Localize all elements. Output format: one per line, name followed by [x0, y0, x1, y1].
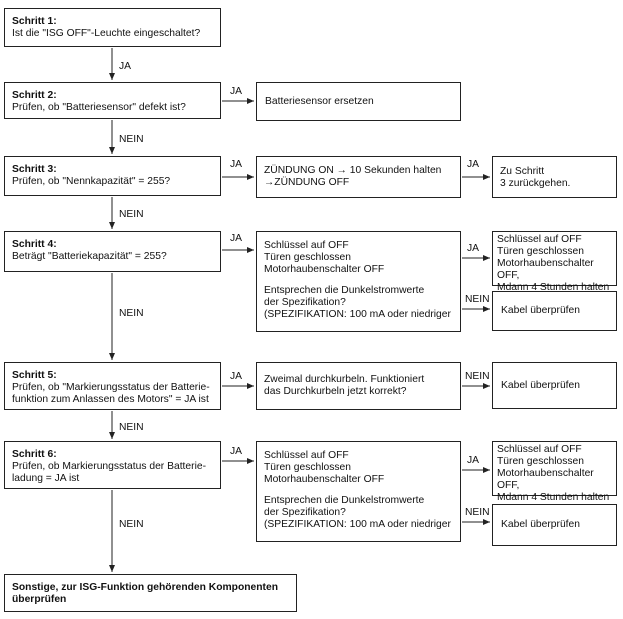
label-nein-step-2: NEIN — [119, 134, 144, 145]
step-4-title: Schritt 4: — [12, 239, 57, 250]
label-ja-step-6-spec: JA — [467, 455, 480, 466]
step-4-dark-current-box: Schlüssel auf OFF Türen geschlossen Moto… — [256, 231, 461, 332]
replace-battery-sensor-box: Batteriesensor ersetzen — [256, 82, 461, 121]
label-nein-step-4: NEIN — [119, 308, 144, 319]
label-nein-step-5-crank: NEIN — [465, 371, 490, 382]
crank-twice-text: Zweimal durchkurbeln. Funktioniert das D… — [264, 374, 425, 397]
label-nein-step-6-spec: NEIN — [465, 507, 490, 518]
label-ja-step-3-ignition: JA — [467, 159, 480, 170]
return-to-step-3-text: Zu Schritt 3 zurückgehen. — [500, 166, 571, 189]
step-1-question: Ist die "ISG OFF"-Leuchte eingeschaltet? — [12, 28, 201, 39]
step-4-question: Beträgt "Batteriekapazität" = 255? — [12, 251, 167, 262]
step-6-conditions-text: Schlüssel auf OFF Türen geschlossen Moto… — [264, 450, 385, 485]
step-4-hold-box: Schlüssel auf OFF Türen geschlossen Moto… — [492, 231, 617, 293]
step-4-box: Schritt 4: Beträgt "Batteriekapazität" =… — [4, 231, 221, 272]
step-6-check-cable-box: Kabel überprüfen — [492, 504, 617, 546]
step-6-spec-question-text: Entsprechen die Dunkelstromwerte der Spe… — [264, 495, 451, 530]
step-3-box: Schritt 3: Prüfen, ob "Nennkapazität" = … — [4, 156, 221, 196]
label-nein-step-4-spec: NEIN — [465, 294, 490, 305]
step-4-conditions-text: Schlüssel auf OFF Türen geschlossen Moto… — [264, 240, 385, 275]
step-1-box: Schritt 1: Ist die "ISG OFF"-Leuchte ein… — [4, 8, 221, 47]
ignition-cycle-box: ZÜNDUNG ON → 10 Sekunden halten →ZÜNDUNG… — [256, 156, 461, 198]
label-ja-step-6: JA — [230, 446, 243, 457]
label-nein-step-5: NEIN — [119, 422, 144, 433]
step-4-check-cable-box: Kabel überprüfen — [492, 291, 617, 331]
step-5-question: Prüfen, ob "Markierungsstatus der Batter… — [12, 382, 210, 405]
step-6-check-cable-text: Kabel überprüfen — [501, 519, 581, 530]
step-4-spec-question-text: Entsprechen die Dunkelstromwerte der Spe… — [264, 285, 451, 320]
step-3-question: Prüfen, ob "Nennkapazität" = 255? — [12, 176, 171, 187]
step-4-check-cable-text: Kabel überprüfen — [501, 305, 581, 316]
step-2-box: Schritt 2: Prüfen, ob "Batteriesensor" d… — [4, 82, 221, 119]
step-3-title: Schritt 3: — [12, 164, 57, 175]
step-4-hold-text: Schlüssel auf OFF Türen geschlossen Moto… — [497, 234, 610, 293]
step-5-check-cable-text: Kabel überprüfen — [501, 379, 581, 391]
step-1-title: Schritt 1: — [12, 16, 57, 27]
label-ja-step-3: JA — [230, 159, 243, 170]
label-ja-step-2: JA — [230, 86, 243, 97]
step-5-check-cable-box: Kabel überprüfen — [492, 362, 617, 409]
label-nein-step-6: NEIN — [119, 519, 144, 530]
crank-twice-box: Zweimal durchkurbeln. Funktioniert das D… — [256, 362, 461, 410]
step-6-question: Prüfen, ob Markierungsstatus der Batteri… — [12, 461, 207, 484]
step-6-box: Schritt 6: Prüfen, ob Markierungsstatus … — [4, 441, 221, 489]
step-6-title: Schritt 6: — [12, 449, 57, 460]
label-ja-step-5: JA — [230, 371, 243, 382]
final-check-text: Sonstige, zur ISG-Funktion gehörenden Ko… — [12, 582, 278, 605]
label-nein-step-3: NEIN — [119, 209, 144, 220]
replace-battery-sensor-text: Batteriesensor ersetzen — [265, 95, 374, 107]
step-5-box: Schritt 5: Prüfen, ob "Markierungsstatus… — [4, 362, 221, 410]
final-check-box: Sonstige, zur ISG-Funktion gehörenden Ko… — [4, 574, 297, 612]
label-ja-step-4-spec: JA — [467, 243, 480, 254]
label-ja-step-1: JA — [119, 61, 132, 72]
step-5-title: Schritt 5: — [12, 370, 57, 381]
step-6-dark-current-box: Schlüssel auf OFF Türen geschlossen Moto… — [256, 441, 461, 542]
step-2-title: Schritt 2: — [12, 90, 57, 101]
label-ja-step-4: JA — [230, 233, 243, 244]
ignition-cycle-text: ZÜNDUNG ON → 10 Sekunden halten →ZÜNDUNG… — [264, 165, 442, 188]
step-2-question: Prüfen, ob "Batteriesensor" defekt ist? — [12, 102, 186, 113]
step-6-hold-text: Schlüssel auf OFF Türen geschlossen Moto… — [497, 444, 610, 503]
step-6-hold-box: Schlüssel auf OFF Türen geschlossen Moto… — [492, 441, 617, 503]
return-to-step-3-box: Zu Schritt 3 zurückgehen. — [492, 156, 617, 198]
